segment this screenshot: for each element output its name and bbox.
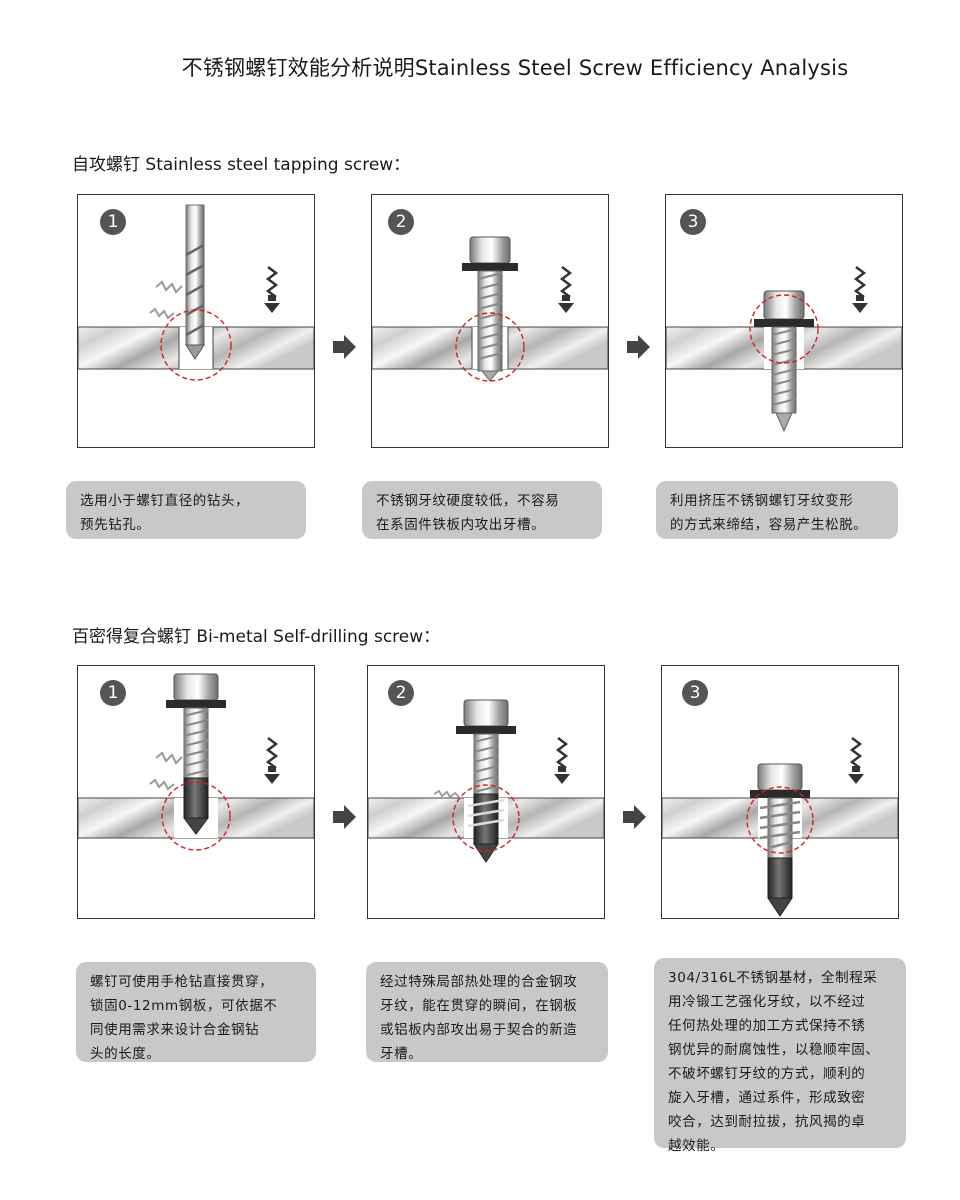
rotation-direction-icon [558, 266, 574, 313]
page-title: 不锈钢螺钉效能分析说明Stainless Steel Screw Efficie… [181, 56, 849, 80]
bimetal-screw-icon [166, 673, 226, 835]
highlight-circle [160, 309, 232, 381]
step-note-tapping-1: 选用小于螺钉直径的钻头，预先钻孔。 [66, 481, 306, 539]
step-number-badge: 3 [680, 209, 706, 235]
bimetal-screw-icon [750, 763, 810, 917]
step-number-badge: 1 [100, 680, 126, 706]
rotation-direction-icon [264, 266, 280, 313]
step-number-badge: 2 [388, 680, 414, 706]
step-panel-bimetal-3: 3 [661, 665, 899, 919]
step-note-bimetal-2: 经过特殊局部热处理的合金钢攻牙纹，能在贯穿的瞬间，在钢板或铝板内部攻出易于契合的… [366, 962, 608, 1062]
rotation-direction-icon [852, 266, 868, 313]
rotation-direction-icon [264, 737, 280, 784]
step-number-badge: 3 [682, 680, 708, 706]
section-heading-tapping-screw: 自攻螺钉 Stainless steel tapping screw： [72, 155, 411, 175]
rotation-direction-icon [554, 737, 570, 784]
step-panel-tapping-1: 1 [77, 194, 315, 448]
next-step-arrow-icon [331, 334, 357, 364]
tapping-screw-icon [754, 290, 814, 433]
drill-bit-icon [185, 204, 205, 360]
step-panel-tapping-2: 2 [371, 194, 609, 448]
step-note-bimetal-1: 螺钉可使用手枪钻直接贯穿，锁固0-12mm钢板，可依据不同使用需求来设计合金钢钻… [76, 962, 316, 1062]
step-number-badge: 2 [388, 209, 414, 235]
section-heading-bimetal-screw: 百密得复合螺钉 Bi-metal Self-drilling screw： [72, 627, 441, 647]
rotation-direction-icon [848, 737, 864, 784]
step-panel-tapping-3: 3 [665, 194, 903, 448]
tapping-screw-icon [462, 236, 518, 382]
next-step-arrow-icon [621, 804, 647, 834]
step-panel-bimetal-1: 1 [77, 665, 315, 919]
next-step-arrow-icon [625, 334, 651, 364]
step-note-tapping-3: 利用挤压不锈钢螺钉牙纹变形的方式来缔结，容易产生松脱。 [656, 481, 898, 539]
step-number-badge: 1 [100, 209, 126, 235]
step-note-bimetal-3: 304/316L不锈钢基材，全制程采用冷锻工艺强化牙纹，以不经过任何热处理的加工… [654, 958, 906, 1154]
next-step-arrow-icon [331, 804, 357, 834]
step-panel-bimetal-2: 2 [367, 665, 605, 919]
step-note-tapping-2: 不锈钢牙纹硬度较低，不容易在系固件铁板内攻出牙槽。 [362, 481, 602, 539]
vibration-lines-icon [149, 280, 183, 320]
bimetal-screw-icon [456, 699, 516, 863]
